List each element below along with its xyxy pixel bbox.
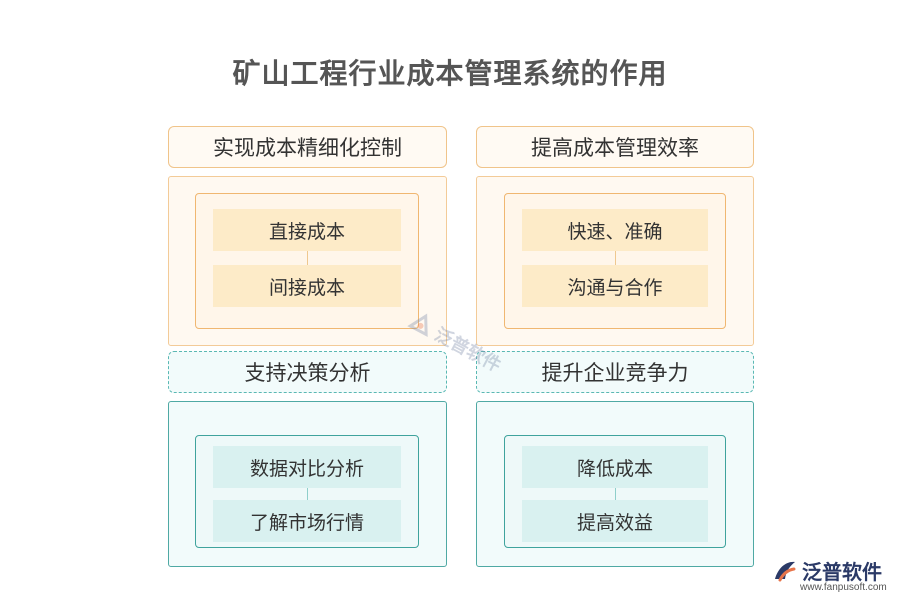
section-inner-box-2: 快速、准确 沟通与合作 bbox=[504, 193, 726, 329]
diagram-title: 矿山工程行业成本管理系统的作用 bbox=[232, 57, 668, 90]
connector-line bbox=[615, 251, 616, 265]
brand-website: www.fanpusoft.com bbox=[800, 582, 887, 593]
section-panel-4: 降低成本 提高效益 bbox=[476, 401, 754, 567]
section-1-item-2: 间接成本 bbox=[213, 265, 401, 307]
section-panel-3: 数据对比分析 了解市场行情 bbox=[168, 401, 447, 567]
section-2-item-1: 快速、准确 bbox=[522, 209, 708, 251]
section-inner-box-3: 数据对比分析 了解市场行情 bbox=[195, 435, 419, 548]
brand-logo: 泛普软件 bbox=[772, 556, 882, 585]
connector-line bbox=[307, 488, 308, 502]
connector-line bbox=[307, 251, 308, 265]
brand-name: 泛普软件 bbox=[802, 560, 882, 584]
section-panel-2: 快速、准确 沟通与合作 bbox=[476, 176, 754, 346]
fanpu-logo-icon bbox=[775, 561, 796, 581]
section-3-item-2: 了解市场行情 bbox=[213, 500, 401, 542]
section-4-item-2: 提高效益 bbox=[522, 500, 708, 542]
section-2-item-2: 沟通与合作 bbox=[522, 265, 708, 307]
section-4-item-1: 降低成本 bbox=[522, 446, 708, 488]
section-header-3: 支持决策分析 bbox=[168, 351, 447, 393]
section-header-4: 提升企业竞争力 bbox=[476, 351, 754, 393]
connector-line bbox=[615, 488, 616, 502]
section-header-2: 提高成本管理效率 bbox=[476, 126, 754, 168]
section-panel-1: 直接成本 间接成本 bbox=[168, 176, 447, 346]
watermark: 泛普软件 bbox=[404, 307, 506, 378]
fanpu-logo-icon bbox=[407, 313, 428, 338]
section-header-1: 实现成本精细化控制 bbox=[168, 126, 447, 168]
section-1-item-1: 直接成本 bbox=[213, 209, 401, 251]
section-inner-box-4: 降低成本 提高效益 bbox=[504, 435, 726, 548]
section-inner-box-1: 直接成本 间接成本 bbox=[195, 193, 419, 329]
section-3-item-1: 数据对比分析 bbox=[213, 446, 401, 488]
